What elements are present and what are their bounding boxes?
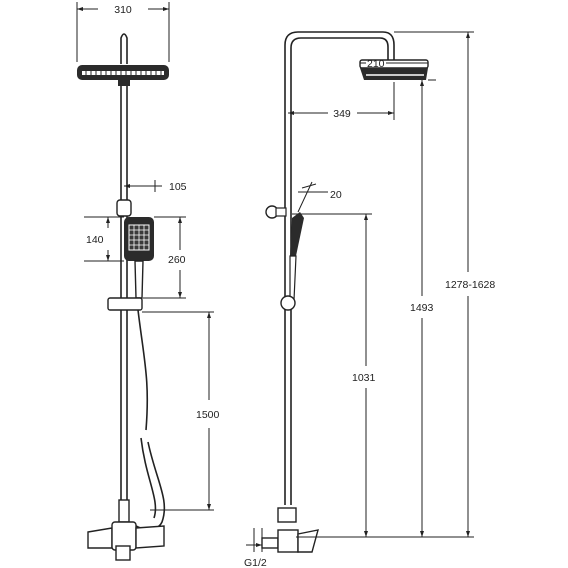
thread-label: G1/2 — [244, 557, 267, 568]
side-bracket — [280, 295, 296, 311]
angle-arc — [301, 183, 317, 189]
width-label: 310 — [114, 4, 132, 16]
handset-head-label: 140 — [86, 234, 104, 246]
arrow — [106, 255, 110, 261]
hand-shower-nozzle-grid — [129, 225, 149, 250]
arrow — [256, 543, 262, 547]
arrow — [77, 7, 83, 11]
mixer-left-arm — [87, 527, 113, 549]
head-nozzles — [85, 71, 162, 75]
riser-top — [120, 33, 128, 64]
side-mixer-body — [277, 529, 299, 553]
arrow — [364, 531, 368, 537]
side-head-body — [360, 68, 428, 80]
hose-upper — [137, 309, 149, 431]
holder-knob-stem — [275, 207, 287, 217]
mixer-right-arm — [135, 525, 165, 549]
total-height-label: 1278-1628 — [445, 279, 495, 291]
shower-arm-outer — [284, 31, 395, 505]
head-diameter-label: 210 — [367, 58, 385, 70]
hose-lower — [129, 441, 166, 531]
arrow — [163, 7, 169, 11]
arrow — [207, 504, 211, 510]
arrow — [207, 312, 211, 318]
holder-offset-label: 105 — [169, 181, 187, 193]
spout — [115, 545, 131, 561]
arrow — [124, 184, 130, 188]
holder-height-label: 1031 — [352, 372, 376, 384]
arrow — [106, 217, 110, 223]
arrow — [466, 32, 470, 38]
head-height-label: 1493 — [410, 302, 434, 314]
hose-inner — [140, 437, 157, 519]
head-connector — [118, 80, 130, 86]
angle-slope-line — [297, 181, 313, 213]
side-inlet — [261, 537, 279, 549]
head-nozzle-strip — [82, 71, 164, 75]
arrow — [288, 111, 294, 115]
arrow — [178, 292, 182, 298]
hand-shower-bracket — [107, 297, 143, 311]
side-handset-head — [290, 212, 304, 256]
arrow — [364, 214, 368, 220]
side-lever — [297, 529, 319, 553]
diverter — [118, 499, 130, 523]
arrow — [466, 531, 470, 537]
angle-label: 20 — [330, 189, 342, 201]
front-view: 310 105 — [76, 2, 220, 561]
slide-holder — [116, 199, 132, 217]
shower-arm-inner — [290, 37, 389, 505]
arrow — [388, 111, 394, 115]
hose-length-label: 1500 — [196, 409, 220, 421]
arrow — [178, 217, 182, 223]
side-view: 210 349 20 G1/2 — [244, 31, 495, 568]
hand-shower-handle — [134, 260, 144, 299]
side-handset-handle — [289, 255, 297, 301]
arm-reach-label: 349 — [333, 108, 351, 120]
arrow — [420, 80, 424, 86]
arrow — [420, 531, 424, 537]
handset-length-label: 260 — [168, 254, 186, 266]
side-diverter — [277, 507, 297, 523]
